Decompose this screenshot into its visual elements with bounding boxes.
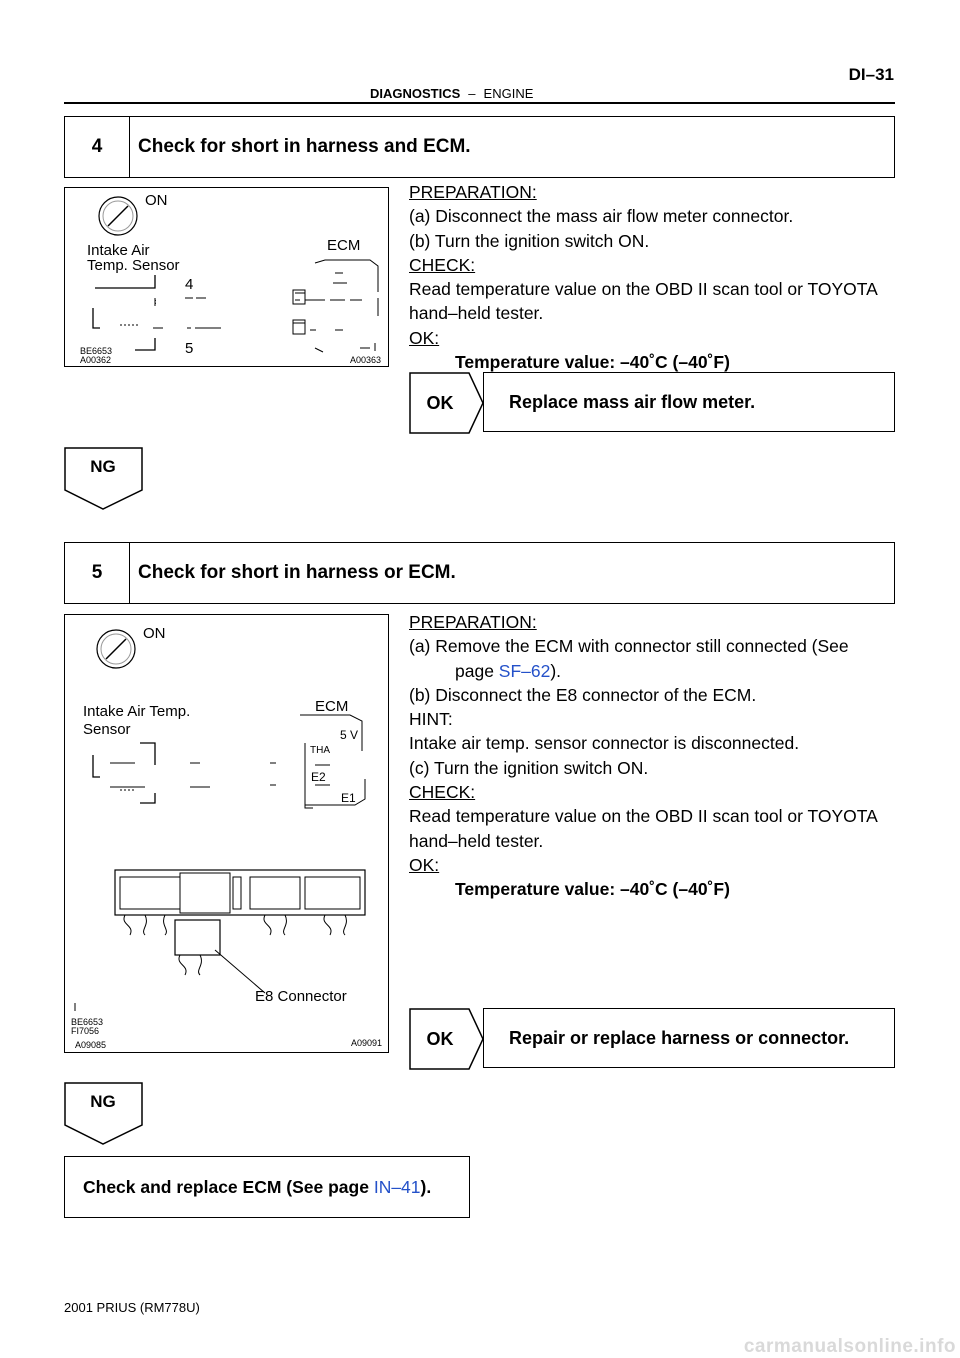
step-5-number: 5 xyxy=(65,543,130,603)
ok-arrow-icon xyxy=(409,1008,484,1070)
fig5-on-label: ON xyxy=(143,625,166,642)
step-5-wiring-diagram xyxy=(74,629,366,1011)
fig5-code-left-2: FI7056 xyxy=(71,1026,100,1036)
fig5-sensor-label-2: Sensor xyxy=(83,721,131,738)
ok-value: Temperature value: –40˚C (–40˚F) xyxy=(455,352,730,373)
ok-value: Temperature value: –40˚C (–40˚F) xyxy=(455,879,730,900)
header-rule xyxy=(64,102,895,104)
check-line-2: hand–held tester. xyxy=(409,303,544,324)
fig5-code-left-1: BE6653 xyxy=(71,1017,104,1027)
page-code: DI–31 xyxy=(848,65,894,84)
ng-label: NG xyxy=(90,1092,116,1111)
fig5-5v: 5 V xyxy=(340,728,359,742)
ok-flag-label: OK xyxy=(426,392,454,413)
fig5-e2: E2 xyxy=(311,770,326,784)
prep-a-close: ). xyxy=(550,660,562,681)
fig5-sensor-label-1: Intake Air Temp. xyxy=(83,703,191,720)
svg-text::: : xyxy=(153,297,158,306)
fig4-code-right: A00363 xyxy=(350,355,382,365)
check-heading: CHECK: xyxy=(409,254,476,275)
ok-action: Replace mass air flow meter. xyxy=(483,372,895,432)
prep-a: (a) Disconnect the mass air flow meter c… xyxy=(409,206,794,227)
fig5-tha: THA xyxy=(310,745,330,756)
step-5-figure: ON Intake Air Temp. Sensor ECM 5 V THA E… xyxy=(64,614,389,1053)
fig4-code-left-1: BE6653 xyxy=(80,346,113,356)
step-5-title: Check for short in harness or ECM. xyxy=(138,562,456,583)
step-4-ok-row: OK Replace mass air flow meter. xyxy=(409,372,896,434)
ng-arrow-icon xyxy=(64,447,143,510)
step-4-figure: : ON Intake Air Temp. Sensor ECM 4 5 BE6… xyxy=(64,187,389,367)
prep-b: (b) Turn the ignition switch ON. xyxy=(409,230,650,251)
page-footer: 2001 PRIUS (RM778U) xyxy=(64,1300,200,1315)
ok-flag-label: OK xyxy=(426,1028,454,1049)
header-subsection: ENGINE xyxy=(483,86,534,101)
fig5-code-left-3: A09085 xyxy=(75,1040,107,1050)
hint-heading: HINT: xyxy=(409,709,453,730)
step-4-box: 4 Check for short in harness and ECM. xyxy=(64,116,895,178)
step-5-instructions: PREPARATION: (a) Remove the ECM with con… xyxy=(409,610,896,902)
fig4-on-label: ON xyxy=(145,192,168,209)
watermark: carmanualsonline.info xyxy=(743,1336,956,1357)
hint-line-1: Intake air temp. sensor connector is dis… xyxy=(409,733,800,754)
fig5-e1: E1 xyxy=(341,791,356,805)
fig5-ecm-label: ECM xyxy=(315,698,349,715)
prep-heading: PREPARATION: xyxy=(409,182,537,202)
fig4-ecm-label: ECM xyxy=(327,237,361,254)
prep-c: (c) Turn the ignition switch ON. xyxy=(409,757,649,778)
fig4-sensor-label-2: Temp. Sensor xyxy=(87,257,180,274)
header-section: DIAGNOSTICS xyxy=(370,86,461,101)
final-action-close: ). xyxy=(420,1176,432,1197)
ng-label: NG xyxy=(90,457,116,476)
sf-62-link[interactable]: SF–62 xyxy=(498,660,551,681)
final-action-box: Check and replace ECM (See page IN–41). xyxy=(64,1156,470,1218)
in-41-link[interactable]: IN–41 xyxy=(373,1176,421,1197)
ok-heading: OK: xyxy=(409,327,440,348)
prep-a-cont: page SF–62). xyxy=(409,659,896,683)
fig5-code-right: A09091 xyxy=(351,1038,383,1048)
step-5-box: 5 Check for short in harness or ECM. xyxy=(64,542,895,604)
fig5-connector-label: E8 Connector xyxy=(255,988,347,1005)
ok-arrow-icon xyxy=(409,372,484,434)
check-line-1: Read temperature value on the OBD II sca… xyxy=(409,806,878,827)
fig4-pin-4: 4 xyxy=(185,276,194,293)
prep-a-page-text: page xyxy=(455,660,499,681)
fig4-sensor-label-1: Intake Air xyxy=(87,242,150,259)
step-4-number: 4 xyxy=(65,117,130,177)
header-separator: – xyxy=(468,86,476,101)
prep-heading: PREPARATION: xyxy=(409,612,537,632)
check-heading: CHECK: xyxy=(409,782,476,803)
check-line-2: hand–held tester. xyxy=(409,830,544,851)
prep-b: (b) Disconnect the E8 connector of the E… xyxy=(409,684,757,705)
running-header: DIAGNOSTICS–ENGINE xyxy=(370,86,533,101)
step-4-wiring-diagram: : xyxy=(92,196,379,353)
ignition-switch-icon xyxy=(96,629,136,669)
ok-action: Repair or replace harness or connector. xyxy=(483,1008,895,1068)
step-5-ok-row: OK Repair or replace harness or connecto… xyxy=(409,1008,896,1070)
fig4-pin-5: 5 xyxy=(185,340,194,357)
ok-heading: OK: xyxy=(409,854,440,875)
step-4-title: Check for short in harness and ECM. xyxy=(138,136,471,157)
step-5-ng-flag: NG xyxy=(64,1082,144,1146)
fig4-code-left-2: A00362 xyxy=(80,355,112,365)
check-line-1: Read temperature value on the OBD II sca… xyxy=(409,279,878,300)
step-4-instructions: PREPARATION: (a) Disconnect the mass air… xyxy=(409,180,896,374)
ignition-switch-icon xyxy=(98,196,138,236)
final-action-text: Check and replace ECM (See page xyxy=(83,1176,369,1197)
step-4-ng-flag: NG xyxy=(64,447,144,511)
ng-arrow-icon xyxy=(64,1082,143,1145)
prep-a: (a) Remove the ECM with connector still … xyxy=(409,636,849,657)
